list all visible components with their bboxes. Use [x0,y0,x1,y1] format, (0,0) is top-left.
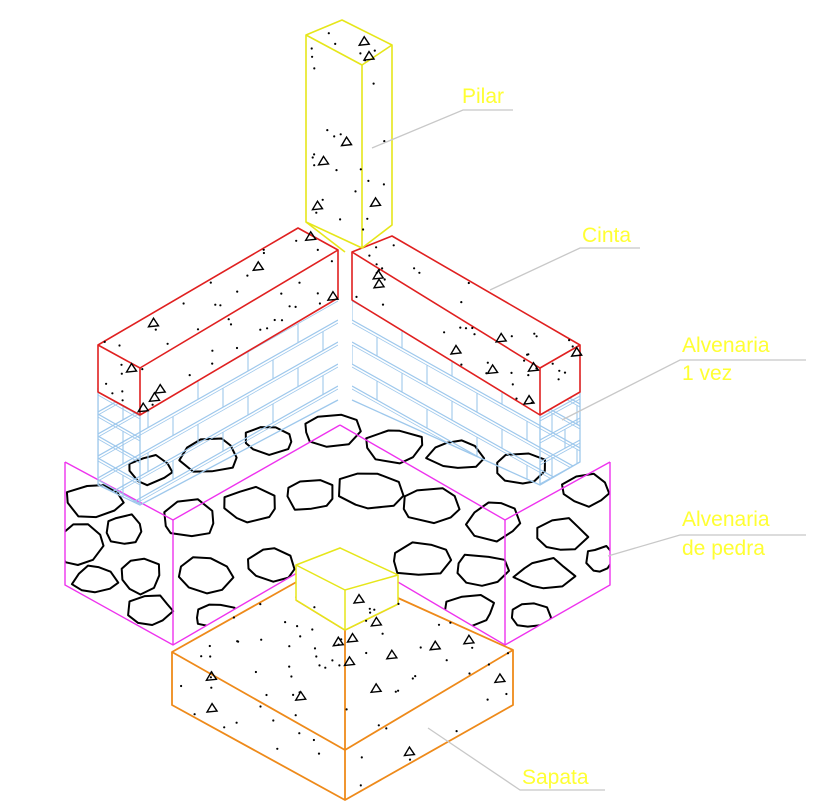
leader-sapata [427,727,605,791]
stone [536,517,590,551]
stone [512,557,577,590]
stone [561,472,610,508]
stone-pattern [65,413,610,629]
stone [465,501,522,543]
stone [105,513,143,545]
stone [120,557,161,596]
stone [223,485,276,524]
concrete-texture [103,32,583,787]
leader-pilar [371,109,513,149]
column [305,19,393,253]
stone [286,479,334,511]
label-pilar: Pilar [462,85,504,108]
stone [247,547,296,583]
stone [177,556,235,595]
leader-alvenaria-pedra [607,534,806,557]
stone [585,545,610,573]
stone [365,429,424,465]
stone [65,523,105,566]
stone [402,487,461,525]
stone-masonry [64,413,611,646]
stone [127,594,175,626]
stone [338,472,405,510]
leader-cinta [489,247,640,291]
stone [510,602,553,628]
footing [171,547,514,801]
label-alvenaria-pedra-line2: de pedra [682,537,765,560]
stone [70,564,120,594]
label-alvenaria-1-vez-line1: Alvenaria [682,334,770,357]
leader-alvenaria-1-vez [561,359,806,421]
stone [456,553,510,587]
label-sapata: Sapata [522,766,589,789]
stone [496,452,546,485]
stone [244,426,293,456]
label-alvenaria-1-vez-line2: 1 vez [682,362,732,385]
leader-lines [371,109,806,791]
stone [178,437,238,473]
labels: Pilar Cinta Alvenaria 1 vez Alvenaria de… [462,85,770,789]
stone [65,484,125,519]
stone [304,413,362,448]
stone [163,498,215,538]
stone [393,541,453,576]
stone [425,439,486,469]
label-cinta: Cinta [582,224,631,247]
label-alvenaria-pedra-line1: Alvenaria [682,508,770,531]
ring-beam [97,227,581,416]
